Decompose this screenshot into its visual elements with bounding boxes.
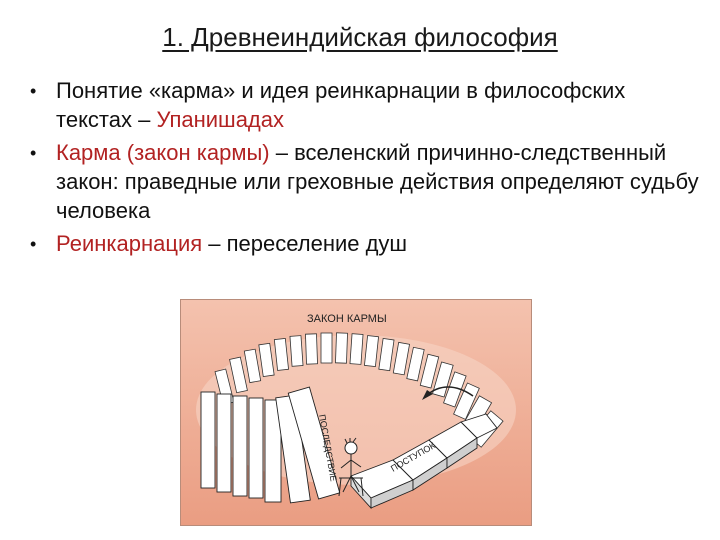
bullet-text-part: – переселение душ [202, 231, 408, 256]
domino-fallen-path [350, 413, 498, 510]
karma-domino-image: ЗАКОН КАРМЫ ПОСЛЕДСТВИЕ ПОСТУПОК [181, 300, 531, 525]
arrow-head-icon [422, 390, 433, 400]
bullet-icon: • [30, 143, 37, 163]
illustration-caption: ЗАКОН КАРМЫ [307, 313, 387, 325]
bullet-item: • Понятие «карма» и идея реинкарнации в … [30, 76, 700, 134]
bullet-icon: • [30, 234, 37, 254]
domino-ring-back [214, 332, 504, 448]
bullet-text: Карма (закон кармы) – вселенский причинн… [56, 138, 700, 225]
domino-stack-front [200, 386, 341, 504]
bullet-item: • Реинкарнация – переселение душ [30, 229, 700, 259]
bullet-text-part: Понятие «карма» и идея реинкарнации в фи… [56, 78, 626, 132]
person-figure-icon [338, 437, 364, 497]
bullet-text: Реинкарнация – переселение душ [56, 229, 407, 259]
bullet-text-part: – вселенский причинно-следственный закон… [56, 140, 699, 223]
bullet-icon: • [30, 81, 37, 101]
bullet-text-highlight: Реинкарнация [56, 231, 203, 256]
bullet-list: • Понятие «карма» и идея реинкарнации в … [30, 76, 700, 263]
bullet-text-highlight: Упанишадах [156, 107, 284, 132]
bullet-item: • Карма (закон кармы) – вселенский причи… [30, 138, 700, 225]
slide-title: 1. Древнеиндийская философия [162, 22, 558, 52]
karma-illustration: ЗАКОН КАРМЫ ПОСЛЕДСТВИЕ ПОСТУПОК [180, 299, 532, 526]
bullet-text-highlight: Карма (закон кармы) [56, 140, 276, 165]
bullet-text: Понятие «карма» и идея реинкарнации в фи… [56, 76, 700, 134]
